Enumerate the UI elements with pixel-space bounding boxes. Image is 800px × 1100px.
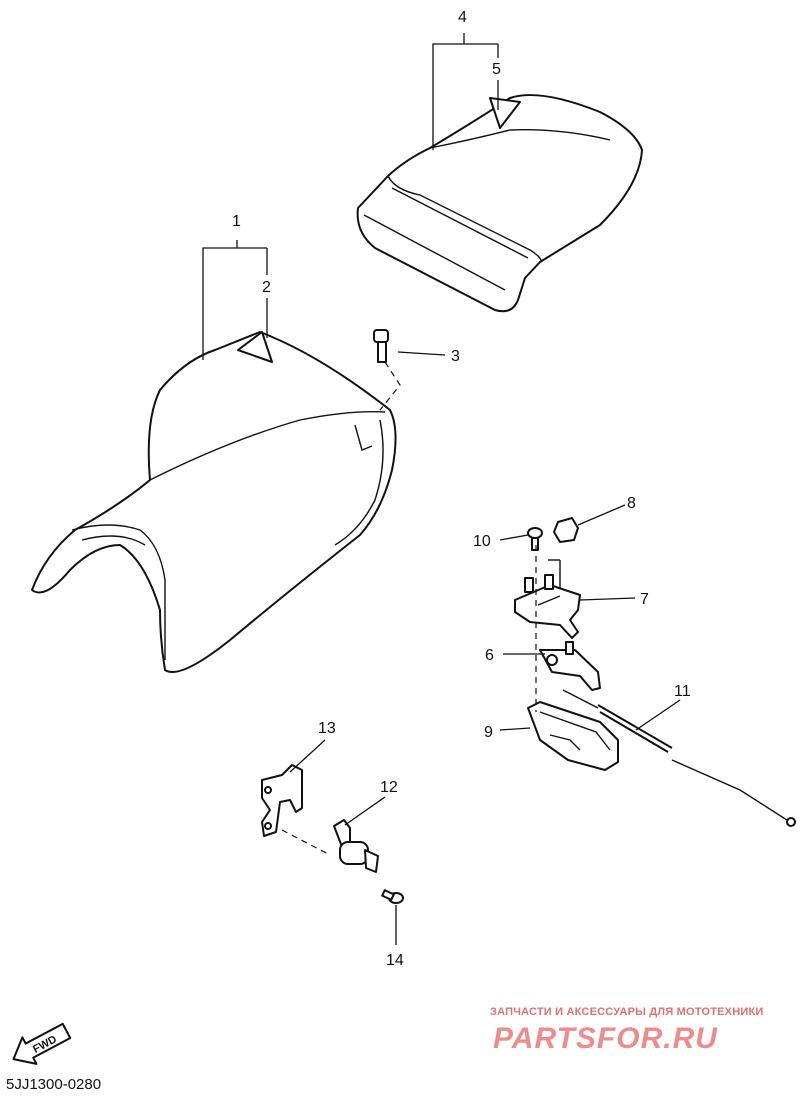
fwd-arrow-icon: FWD (12, 1022, 72, 1065)
callout-6: 6 (485, 647, 494, 664)
latch-6-drawing (539, 641, 601, 691)
bracket-13-drawing (261, 764, 303, 837)
diagram-code: 5JJ1300-0280 (6, 1076, 102, 1093)
watermark-logo[interactable]: PARTSFOR.RU (493, 1022, 718, 1055)
bracket-7-drawing (514, 574, 581, 639)
screw-14-drawing (381, 889, 404, 904)
screw-10-drawing (527, 527, 543, 551)
front-seat-tag-drawing (237, 331, 273, 363)
lock-cylinder-12-drawing (333, 819, 379, 873)
lock-housing-9-drawing (527, 701, 619, 771)
callout-13: 13 (318, 720, 336, 737)
nut-8-drawing (548, 517, 579, 590)
callout-10: 10 (473, 533, 491, 550)
callout-14: 14 (386, 952, 404, 969)
callout-4: 4 (458, 9, 467, 26)
callout-7: 7 (640, 591, 649, 608)
bolt-3-drawing (373, 329, 401, 411)
cable-11-drawing (562, 689, 796, 827)
callout-2: 2 (262, 279, 271, 296)
callouts: 1 2 3 4 5 6 7 8 9 10 11 12 13 14 (232, 9, 691, 969)
assembly-line-left (281, 829, 331, 856)
callout-8: 8 (627, 495, 636, 512)
rear-seat-drawing (356, 94, 643, 313)
callout-1: 1 (232, 213, 241, 230)
callout-12: 12 (380, 779, 398, 796)
callout-9: 9 (484, 724, 493, 741)
callout-5: 5 (492, 61, 501, 78)
front-seat-drawing (31, 331, 397, 673)
watermark-tagline: ЗАПЧАСТИ И АКСЕССУАРЫ ДЛЯ МОТОТЕХНИКИ (490, 1006, 764, 1018)
callout-11: 11 (674, 683, 691, 700)
leader-lines (202, 33, 681, 945)
callout-3: 3 (451, 348, 460, 365)
